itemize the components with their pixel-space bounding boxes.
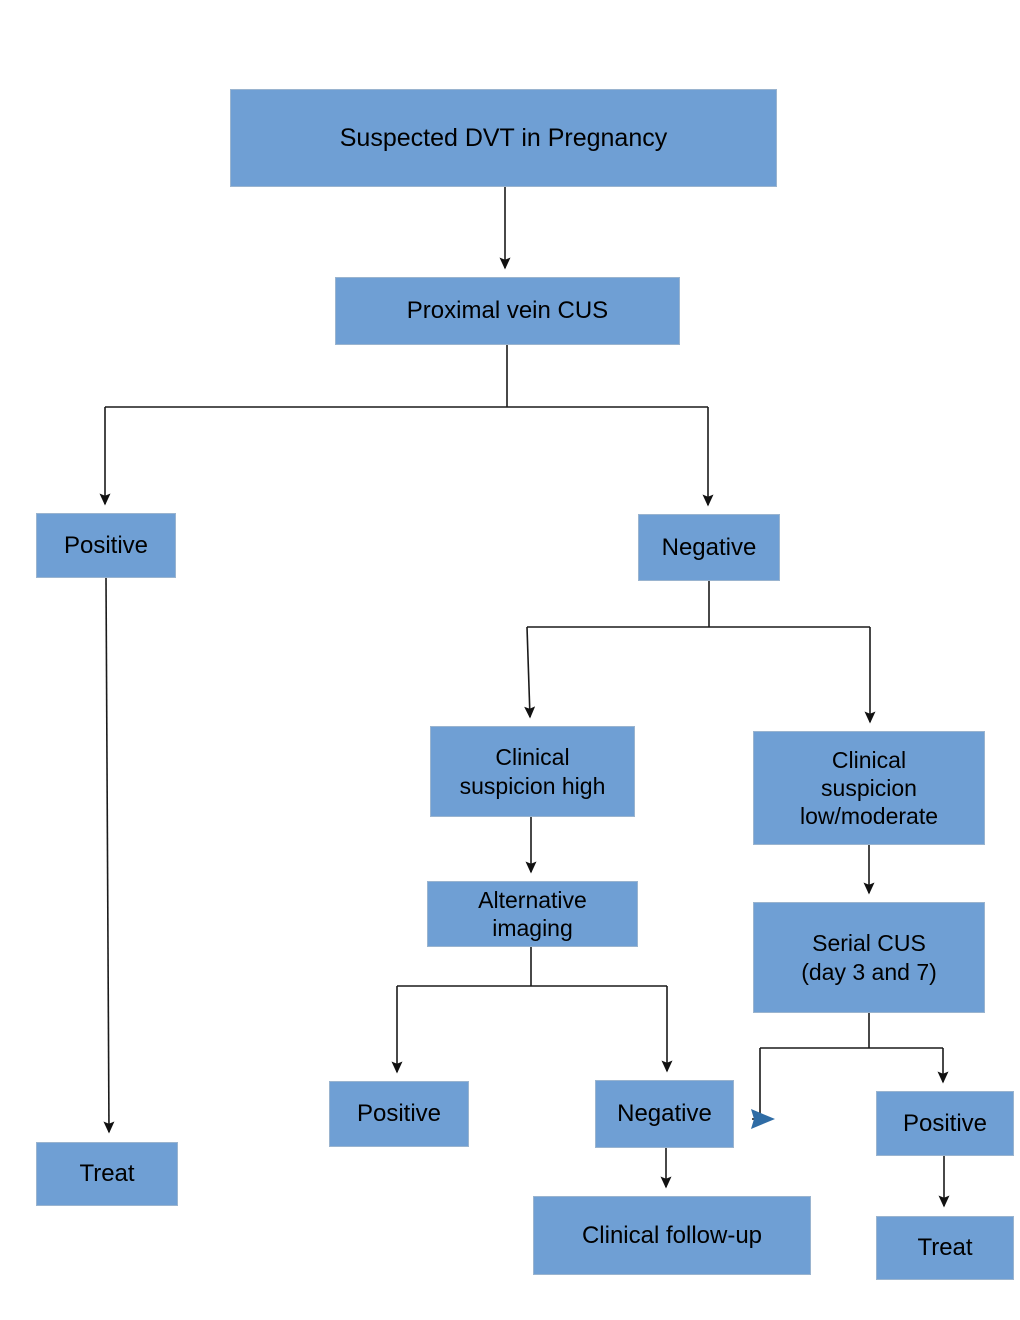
node-clinical-suspicion-high[interactable]: Clinical suspicion high (430, 726, 635, 817)
node-proximal-vein-cus[interactable]: Proximal vein CUS (335, 277, 680, 345)
node-alternative-imaging[interactable]: Alternative imaging (427, 881, 638, 947)
node-clinical-suspicion-low-moderate[interactable]: Clinical suspicion low/moderate (753, 731, 985, 845)
node-cus-positive[interactable]: Positive (36, 513, 176, 578)
edge-positive-treat (103, 577, 115, 1134)
edge-serialcus-negative (751, 1048, 775, 1129)
node-serial-cus[interactable]: Serial CUS (day 3 and 7) (753, 902, 985, 1013)
node-treat-left[interactable]: Treat (36, 1142, 178, 1206)
node-alt-imaging-positive[interactable]: Positive (329, 1081, 469, 1147)
edge-negative-susphigh (524, 626, 536, 719)
node-cus-negative[interactable]: Negative (638, 514, 780, 581)
node-suspected-dvt[interactable]: Suspected DVT in Pregnancy (230, 89, 777, 187)
node-serial-cus-positive[interactable]: Positive (876, 1091, 1014, 1156)
node-clinical-follow-up[interactable]: Clinical follow-up (533, 1196, 811, 1275)
node-treat-right[interactable]: Treat (876, 1216, 1014, 1280)
node-alt-imaging-negative[interactable]: Negative (595, 1080, 734, 1148)
